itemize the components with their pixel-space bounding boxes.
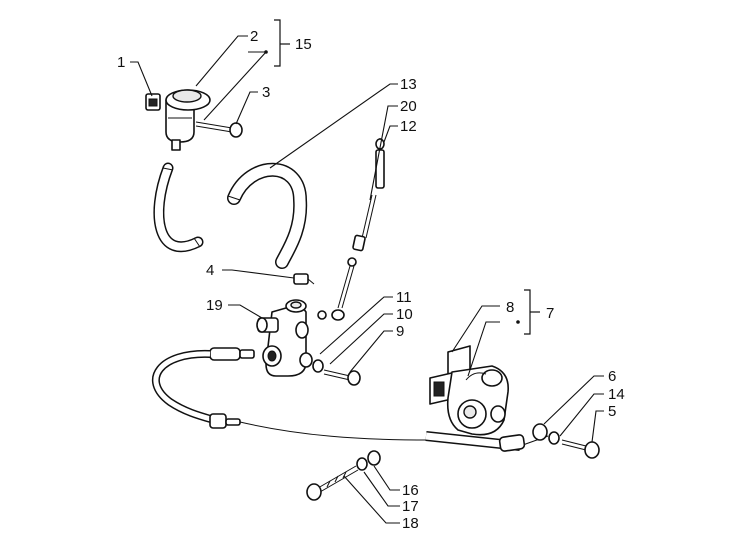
bolt-5 [584,441,600,459]
screw-9 [347,370,361,386]
brake-cable [151,347,549,452]
callout-4: 4 [206,262,214,279]
reservoir-clip-slot [148,98,158,107]
callout-9: 9 [396,323,404,340]
reservoir-hose [153,162,204,253]
callout-20: 20 [400,98,417,115]
washer-16 [367,450,381,466]
banjo-6 [532,423,548,441]
callout-3: 3 [262,84,270,101]
callout-8: 8 [506,299,514,316]
callout-15: 15 [295,36,312,53]
washer-17 [356,457,368,471]
callout-13: 13 [400,76,417,93]
callout-1: 1 [117,54,125,71]
fluid-reservoir [145,89,243,151]
lower-fasteners [306,450,381,501]
leader-lines [130,19,604,524]
callout-14: 14 [608,386,625,403]
callout-11: 11 [396,289,412,306]
callout-10: 10 [396,306,413,323]
washer-11 [299,352,313,368]
hose-fitting-4 [293,273,315,285]
banjo-fittings [532,423,600,459]
callout-5: 5 [608,403,616,420]
callout-16: 16 [402,482,419,499]
rod-sleeve-12 [375,149,385,189]
callout-19: 19 [206,297,223,314]
hose-13 [227,162,308,269]
callout-12: 12 [400,118,417,135]
push-rod [317,138,385,321]
reservoir-outlet [171,139,181,151]
master-cylinder-fasteners [299,352,361,386]
callout-labels: 1 2 15 3 13 20 12 4 19 11 10 9 8 7 6 14 … [117,28,625,532]
callout-7: 7 [546,305,554,322]
master-cylinder [256,299,309,377]
callout-6: 6 [608,368,616,385]
washer-14 [548,431,560,445]
brake-caliper [429,345,509,436]
reservoir-screw [195,121,243,138]
callout-17: 17 [402,498,419,515]
bolt-18 [306,483,322,501]
callout-2: 2 [250,28,258,45]
washer-20 [317,310,327,320]
callout-18: 18 [402,515,419,532]
washer-10 [312,359,324,373]
